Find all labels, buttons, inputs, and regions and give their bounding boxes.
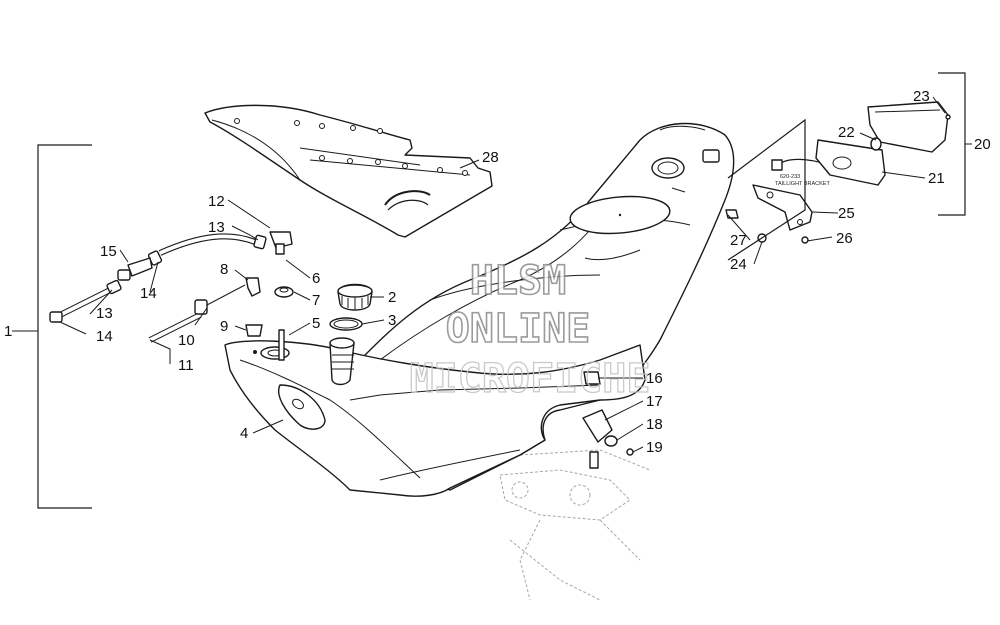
ghost-frame-parts: [499, 449, 651, 601]
cap-gasket-part-3: [329, 317, 363, 331]
callout-28: 28: [482, 149, 499, 166]
callout-4: 4: [240, 425, 248, 442]
callout-10: 10: [178, 332, 195, 349]
callout-8: 8: [220, 261, 228, 278]
callout-17: 17: [646, 393, 663, 410]
watermark-line2: ONLINE: [446, 306, 591, 352]
leader-lines: [12, 96, 972, 453]
callout-2: 2: [388, 289, 396, 306]
fuel-line-assembly: [49, 233, 267, 343]
callout-1: 1: [4, 323, 12, 340]
nut-part-16: [583, 371, 601, 385]
callout-11: 11: [178, 357, 194, 374]
watermark-line3: MICROFICHE: [410, 356, 651, 402]
callout-23: 23: [913, 88, 930, 105]
bottom-fasteners: [582, 371, 634, 469]
callout-27: 27: [730, 232, 747, 249]
washer-part-19: [626, 448, 634, 456]
callout-9: 9: [220, 318, 228, 335]
side-panel-part-28: [204, 104, 493, 238]
fuel-cap-part-2: [337, 283, 373, 311]
fitting-part-6: [269, 231, 293, 255]
callout-24: 24: [730, 256, 747, 273]
callout-numbers: 1 2 3 4 5 6 7 8 9 10 11 12 13 13 14 14 1…: [4, 88, 991, 456]
pickup-tube-part-5: [278, 329, 285, 361]
grommet-part-18: [604, 435, 618, 447]
callout-13-upper: 13: [208, 219, 225, 236]
callout-5: 5: [312, 315, 320, 332]
callout-13-lower: 13: [96, 305, 113, 322]
callout-15: 15: [100, 243, 117, 260]
callout-18: 18: [646, 416, 663, 433]
callout-19: 19: [646, 439, 663, 456]
callout-3: 3: [388, 312, 396, 329]
callout-14-upper: 14: [140, 285, 157, 302]
bolt-part-19: [589, 451, 599, 469]
bracket-part-17: [582, 409, 613, 443]
grommet-part-7: [274, 286, 294, 298]
bracket-label-line2: TAILLIGHT BRACKET: [775, 181, 830, 187]
hlsm-watermark: HLSM ONLINE MICROFICHE: [409, 257, 651, 402]
watermark-line1: HLSM: [470, 258, 566, 304]
bracket-label-line1: 620-233: [780, 174, 800, 180]
callout-6: 6: [312, 270, 320, 287]
taillight-assembly: 620-233 TAILLIGHT BRACKET: [725, 101, 951, 244]
callout-7: 7: [312, 292, 320, 309]
callout-26: 26: [836, 230, 853, 247]
callout-16: 16: [646, 370, 663, 387]
callout-25: 25: [838, 205, 855, 222]
plug-part-9: [245, 324, 263, 337]
callout-22: 22: [838, 124, 855, 141]
callout-20: 20: [974, 136, 991, 153]
callout-12: 12: [208, 193, 225, 210]
callout-14-lower: 14: [96, 328, 113, 345]
callout-21: 21: [928, 170, 945, 187]
